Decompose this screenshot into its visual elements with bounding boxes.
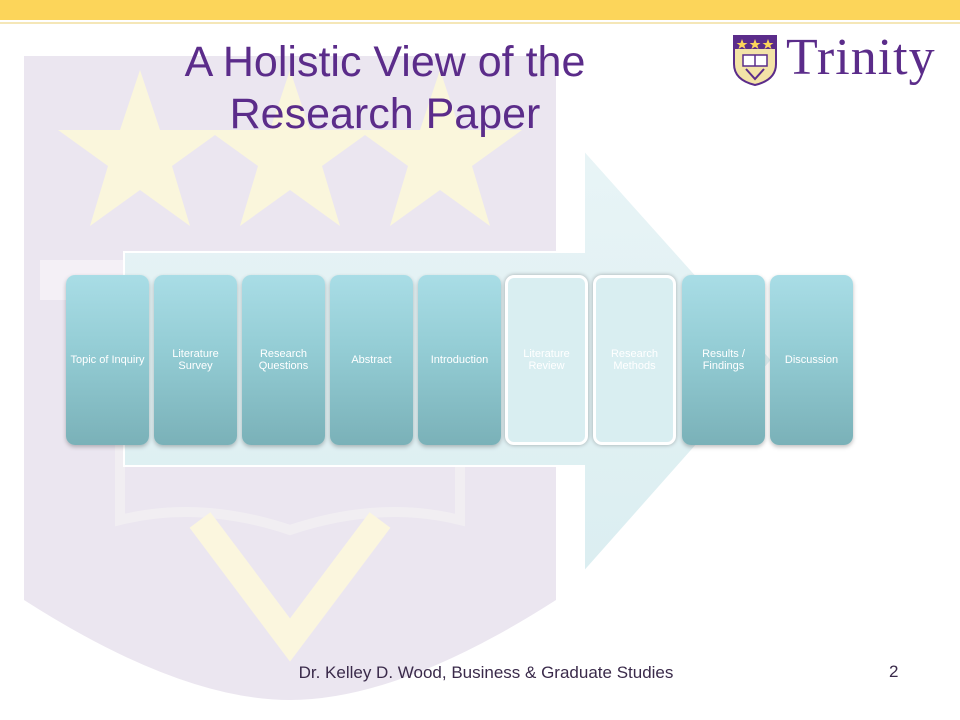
trinity-logo: Trinity [732,29,947,90]
process-step-topic-of-inquiry: Topic of Inquiry [66,275,149,445]
process-step-literature-survey: Literature Survey [154,275,237,445]
process-step-research-methods: Research Methods [593,275,676,445]
top-accent-line [0,22,960,24]
process-step-results-findings: Results / Findings [682,275,765,445]
top-accent-bar [0,0,960,20]
process-step-literature-review: Literature Review [505,275,588,445]
page-number: 2 [889,662,899,681]
trinity-shield-logo-icon [733,35,777,86]
process-step-introduction: Introduction [418,275,501,445]
process-step-abstract: Abstract [330,275,413,445]
slide-footer: Dr. Kelley D. Wood, Business & Graduate … [298,663,674,682]
logo-wordmark: Trinity [786,29,936,86]
slide-title: A Holistic View of the Research Paper [184,38,586,138]
process-step-discussion: Discussion [770,275,853,445]
process-step-research-questions: Research Questions [242,275,325,445]
